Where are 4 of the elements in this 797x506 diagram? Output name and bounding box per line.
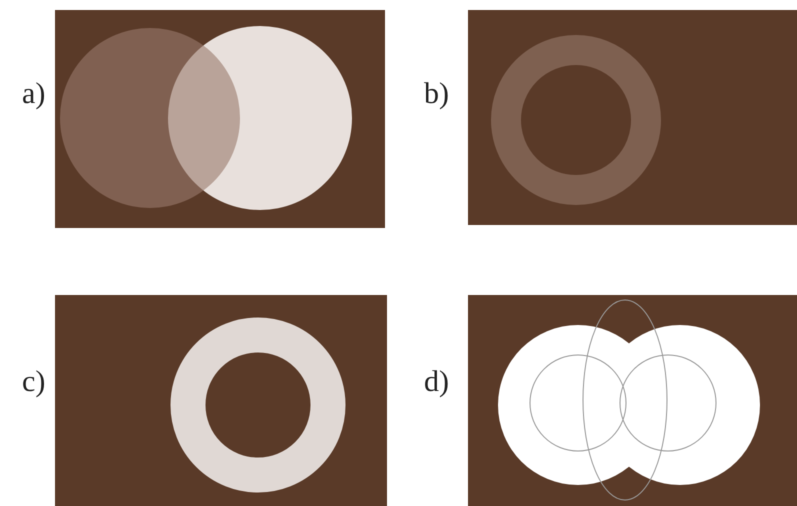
- panel-label: b): [424, 77, 449, 111]
- panel-label: a): [22, 77, 46, 111]
- panel-label: d): [424, 365, 449, 399]
- panel-label: c): [22, 365, 46, 399]
